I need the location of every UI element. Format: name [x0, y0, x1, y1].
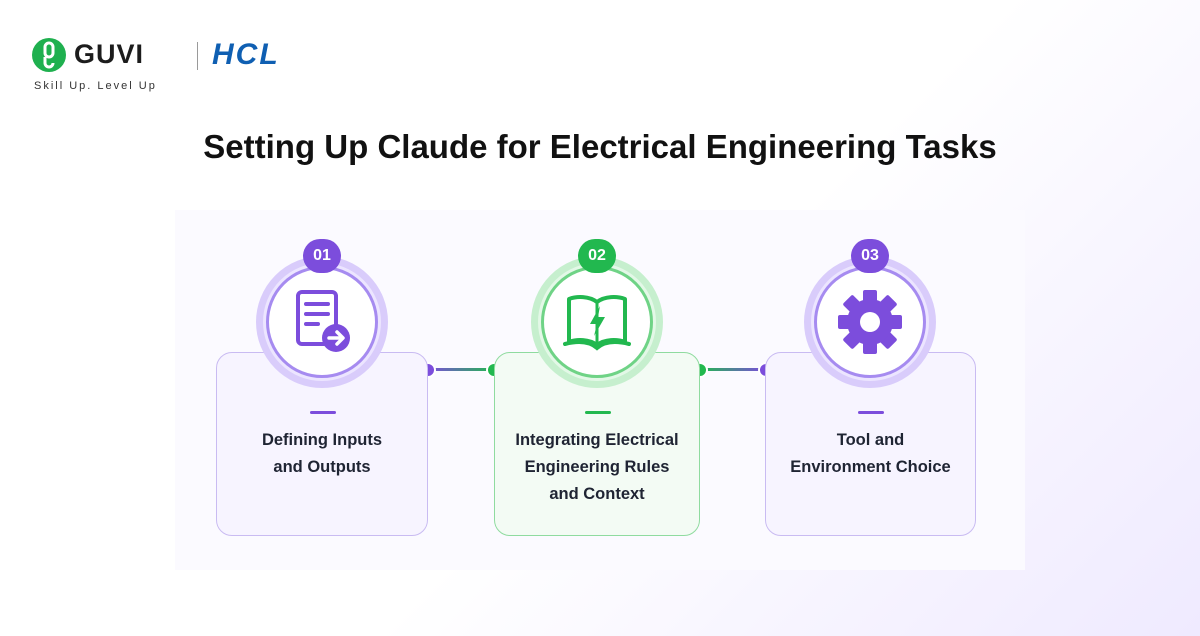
brand-tagline: Skill Up. Level Up: [34, 80, 157, 92]
card-divider: [858, 411, 884, 414]
step-number-badge-3: 03: [851, 239, 889, 273]
gear-icon: [838, 290, 902, 354]
document-arrow-icon: [296, 290, 350, 352]
brand-name: GUVI: [74, 39, 145, 69]
step-icon-circle-3: [804, 256, 936, 388]
connector-2-3: [700, 368, 765, 371]
book-lightning-icon: [563, 295, 631, 351]
partner-name: HCL: [212, 38, 280, 71]
step-number-badge-2: 02: [578, 239, 616, 273]
step-icon-circle-2: [531, 256, 663, 388]
connector-1-2: [428, 368, 494, 371]
logo-divider: [197, 42, 198, 70]
step-number-badge-1: 01: [303, 239, 341, 273]
step-label-2: Integrating Electrical Engineering Rules…: [515, 431, 679, 503]
step-icon-circle-1: [256, 256, 388, 388]
card-divider: [310, 411, 336, 414]
brand-logo: GUVI HCL Skill Up. Level Up: [32, 38, 332, 98]
guvi-logo-icon: [32, 38, 66, 72]
page-title: Setting Up Claude for Electrical Enginee…: [203, 128, 997, 165]
card-divider: [585, 411, 611, 414]
step-label-3: Tool and Environment Choice: [790, 431, 951, 476]
step-label-1: Defining Inputs and Outputs: [261, 431, 383, 476]
